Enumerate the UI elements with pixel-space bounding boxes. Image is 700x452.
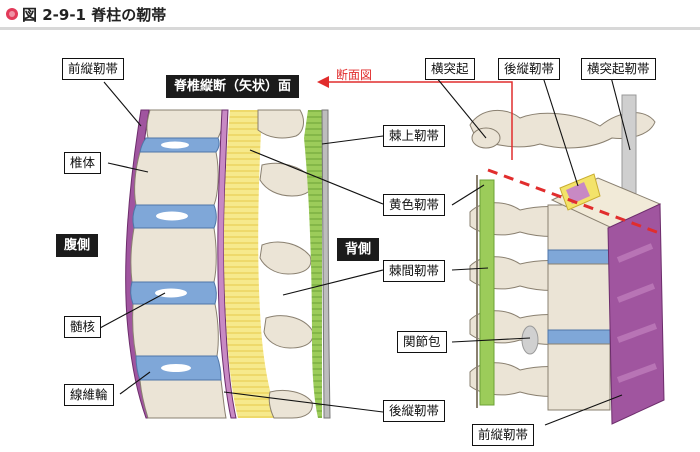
label-vertebral-body: 椎体 [64, 152, 102, 174]
section-note: 断面図 [336, 68, 373, 82]
interspinous-ligament [304, 110, 322, 418]
section-cut-line [487, 168, 663, 236]
label-posterior-longitudinal-bottom: 後縦靭帯 [383, 400, 446, 422]
label-transverse-process: 横突起 [425, 58, 475, 80]
vertebra-3d [469, 94, 665, 425]
ligamentum-flavum-section [223, 110, 278, 418]
label-intertransverse: 横突起靭帯 [581, 58, 656, 80]
vertebral-body-stack [547, 204, 611, 411]
label-supraspinous: 棘上靭帯 [383, 125, 446, 147]
label-nucleus-pulposus: 髄核 [64, 316, 102, 338]
figure-header: 図 2-9-1 脊柱の靭帯 [0, 0, 700, 30]
bullet-icon [6, 8, 18, 20]
label-ligamentum-flavum: 黄色靭帯 [383, 194, 446, 216]
supraspinous-ligament [321, 109, 331, 419]
posterior-green-strip [479, 179, 495, 406]
figure-title: 図 2-9-1 脊柱の靭帯 [22, 6, 167, 24]
label-interspinous: 棘間靭帯 [383, 260, 446, 282]
leader-lines [99, 76, 631, 426]
label-joint-capsule: 関節包 [397, 331, 447, 353]
label-posterior-longitudinal-top: 後縦靭帯 [498, 58, 561, 80]
anterior-ligament-3d [607, 203, 665, 425]
vertebral-bodies [130, 109, 227, 419]
label-anterior-longitudinal-left: 前縦靭帯 [62, 58, 125, 80]
header-rule [0, 27, 700, 30]
ventral-label: 腹側 [56, 234, 99, 257]
label-anterior-longitudinal-right: 前縦靭帯 [472, 424, 535, 446]
posterior-longitudinal-ligament [217, 109, 237, 419]
section-title: 脊椎縦断（矢状）面 [166, 75, 300, 98]
label-annulus-fibrosus: 線維輪 [64, 384, 114, 406]
dorsal-label: 背側 [337, 238, 380, 261]
spinous-processes [257, 109, 314, 419]
section-arrow [317, 76, 513, 96]
intervertebral-discs [130, 137, 222, 381]
sagittal-section [125, 109, 331, 419]
